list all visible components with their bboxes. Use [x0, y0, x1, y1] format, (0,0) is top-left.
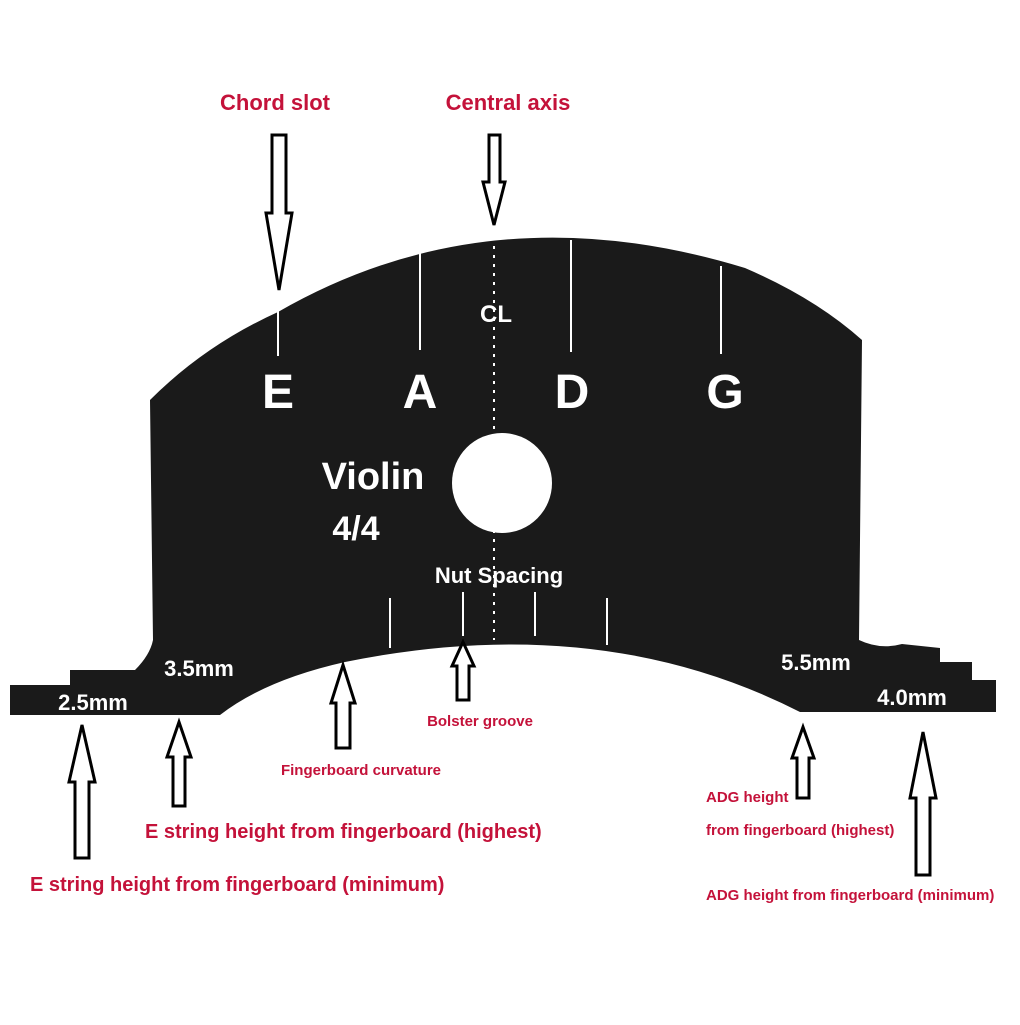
e-height-highest-callout: E string height from fingerboard (highes… [145, 821, 542, 843]
fingerboard-curvature-callout: Fingerboard curvature [281, 762, 441, 779]
adg-max-height-label: 5.5mm [781, 650, 851, 675]
string-label-e: E [262, 366, 294, 419]
adg-height-highest-callout-line1: ADG height [706, 789, 789, 806]
adg-highest-arrow-icon [789, 722, 817, 800]
bolster-groove-callout: Bolster groove [427, 713, 533, 730]
e-max-height-label: 3.5mm [164, 656, 234, 681]
arrows [67, 133, 938, 877]
instrument-label: Violin [322, 456, 425, 498]
central-axis-callout: Central axis [446, 90, 571, 115]
e-highest-arrow-icon [164, 717, 194, 808]
chord-slot-arrow-icon [264, 133, 294, 291]
adg-minimum-arrow-icon [908, 731, 938, 877]
central-axis-arrow-icon [481, 133, 507, 226]
adg-height-minimum-callout: ADG height from fingerboard (minimum) [706, 887, 994, 904]
chord-slot-callout: Chord slot [220, 90, 331, 115]
bolster-groove-arrow-icon [449, 638, 477, 702]
e-minimum-arrow-icon [67, 724, 97, 860]
size-label: 4/4 [332, 510, 379, 548]
string-label-g: G [706, 366, 743, 419]
center-hole [452, 433, 552, 533]
nut-spacing-label: Nut Spacing [435, 563, 563, 588]
e-height-minimum-callout: E string height from fingerboard (minimu… [30, 874, 444, 896]
adg-min-height-label: 4.0mm [877, 685, 947, 710]
fingerboard-curvature-arrow-icon [328, 660, 358, 750]
string-label-a: A [403, 366, 438, 419]
string-label-d: D [555, 366, 590, 419]
e-min-height-label: 2.5mm [58, 690, 128, 715]
adg-height-highest-callout-line2: from fingerboard (highest) [706, 822, 894, 839]
center-line-label: CL [480, 301, 512, 328]
